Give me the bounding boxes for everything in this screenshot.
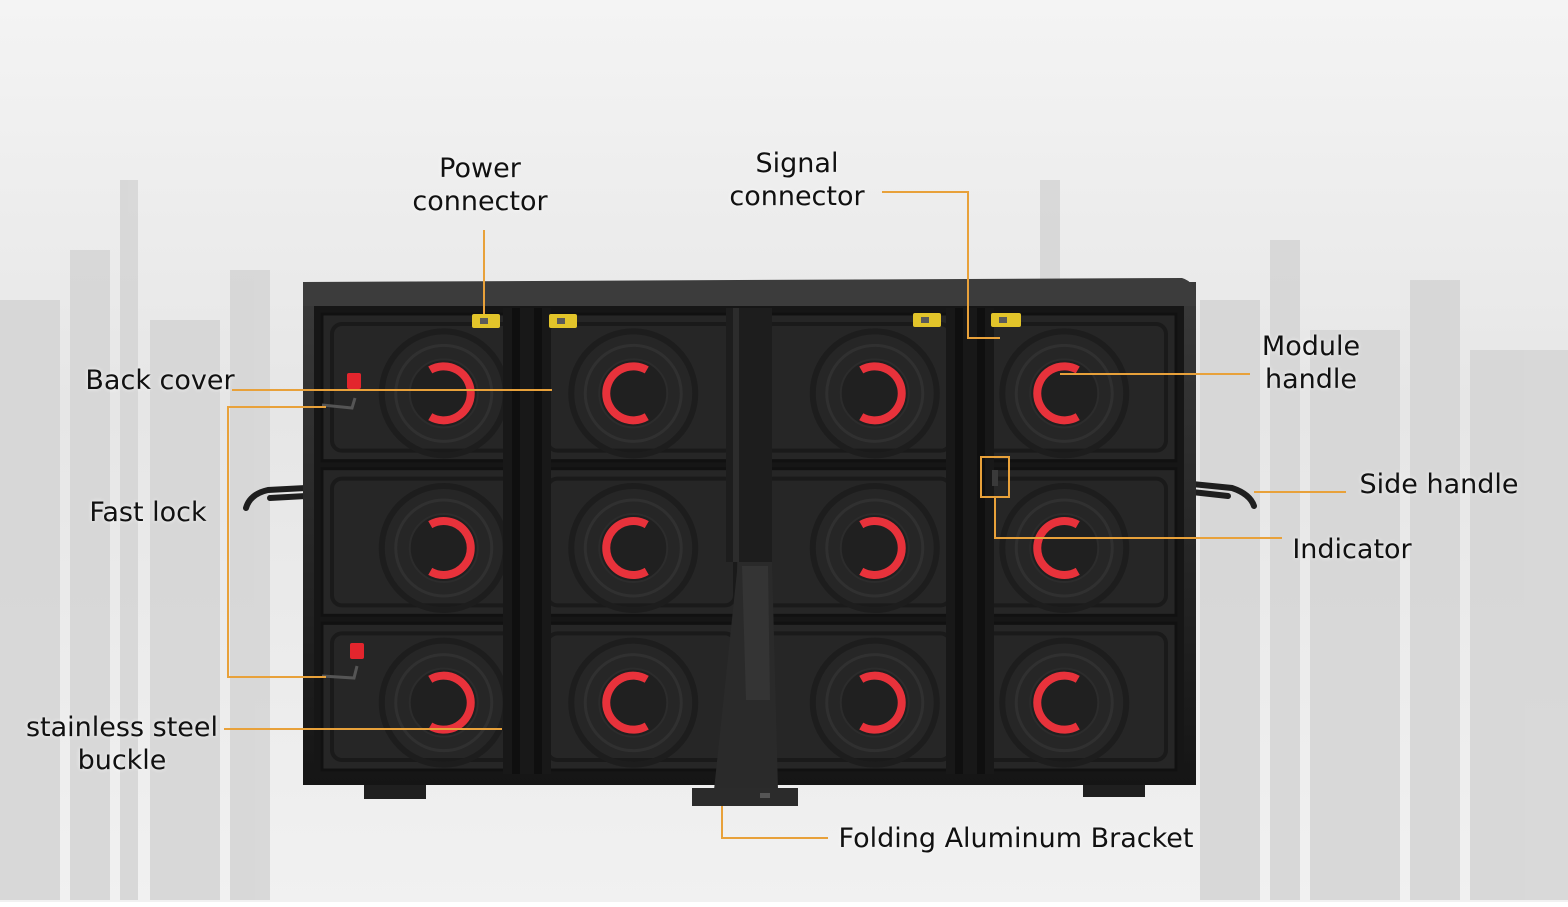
- city-skyline: [0, 180, 1568, 900]
- vertical-bar: [503, 308, 551, 774]
- leader-lines: [224, 191, 1346, 839]
- label-stainless-buckle-line1: stainless steel: [25, 712, 219, 743]
- side-handle-right: [1189, 481, 1257, 509]
- label-power-connector-line2: connector: [412, 186, 548, 217]
- side-handle-left: [243, 485, 309, 511]
- module-handle-icon: [602, 517, 649, 579]
- label-module-handle-line1: Module: [1261, 331, 1361, 362]
- module-grid: [320, 312, 1178, 772]
- led-module: [536, 621, 747, 772]
- label-signal-connector: Signal connector: [717, 147, 877, 213]
- leader-signal: [882, 191, 1000, 339]
- label-signal-connector-line1: Signal: [755, 148, 839, 179]
- label-side-handle: Side handle: [1359, 469, 1519, 500]
- label-module-handle-line2: handle: [1264, 364, 1358, 395]
- label-folding-bracket: Folding Aluminum Bracket: [838, 823, 1194, 854]
- led-module: [536, 467, 747, 617]
- module-handle-icon: [428, 517, 475, 579]
- led-module: [967, 621, 1178, 772]
- label-power-connector-line1: Power: [439, 153, 521, 184]
- module-handle-icon: [859, 362, 906, 425]
- module-handle-icon: [1033, 362, 1080, 425]
- module-handle-icon: [602, 671, 649, 734]
- bracket-base: [692, 788, 798, 806]
- label-stainless-buckle: stainless steel buckle: [22, 711, 222, 777]
- fast-lock: [347, 373, 364, 659]
- led-module: [536, 312, 747, 463]
- cabinet-foot: [364, 783, 426, 799]
- label-stainless-buckle-line2: buckle: [77, 745, 167, 776]
- led-module: [967, 467, 1178, 617]
- module-handle-icon: [1033, 671, 1080, 734]
- led-module: [320, 467, 531, 617]
- label-module-handle: Module handle: [1236, 330, 1386, 396]
- module-handle-icon: [428, 362, 475, 425]
- leader-indicator: [994, 497, 1282, 539]
- label-back-cover: Back cover: [85, 365, 235, 396]
- led-module: [967, 312, 1178, 463]
- label-power-connector: Power connector: [400, 152, 560, 218]
- label-signal-connector-line2: connector: [729, 181, 865, 212]
- module-handle-icon: [859, 517, 906, 579]
- leader-folding-bracket: [721, 806, 828, 839]
- label-fast-lock: Fast lock: [89, 497, 207, 528]
- label-indicator: Indicator: [1292, 534, 1412, 565]
- led-module: [751, 467, 962, 617]
- led-module: [751, 312, 962, 463]
- module-handle-icon: [602, 362, 649, 425]
- cabinet-top-bevel: [303, 278, 1196, 306]
- center-bar: [726, 308, 772, 562]
- led-module: [751, 621, 962, 772]
- leader-fast-lock: [227, 406, 326, 678]
- module-handle-icon: [859, 671, 906, 734]
- vertical-bar: [946, 308, 994, 774]
- module-handle-icon: [1033, 517, 1080, 579]
